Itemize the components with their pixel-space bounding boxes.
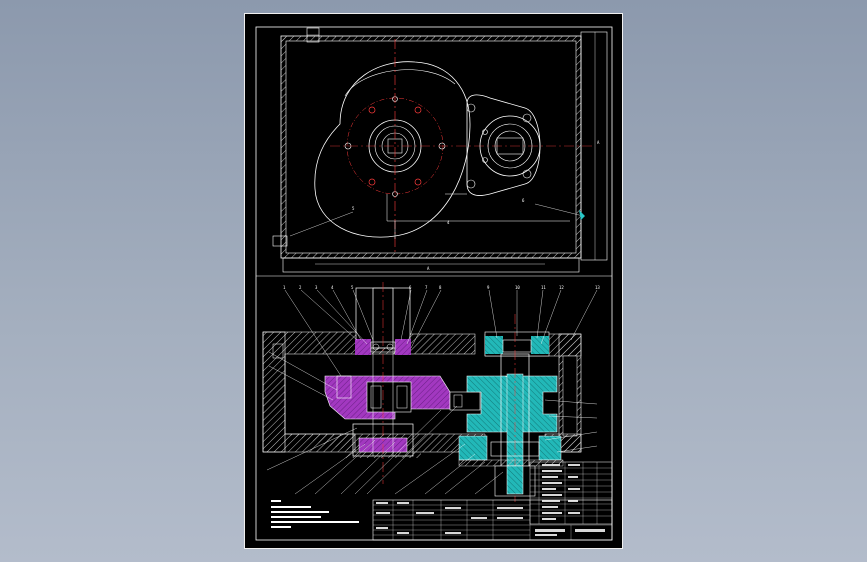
svg-text:2: 2 [299, 285, 302, 290]
section-view: 1 2 3 4 5 6 7 8 9 10 11 12 13 [262, 282, 600, 502]
svg-text:12: 12 [559, 285, 564, 290]
svg-text:4: 4 [331, 285, 334, 290]
svg-text:13: 13 [595, 285, 600, 290]
technical-notes [271, 500, 359, 528]
svg-text:8: 8 [439, 285, 442, 290]
svg-text:7: 7 [425, 285, 428, 290]
svg-text:A: A [427, 266, 430, 271]
svg-text:6: 6 [409, 285, 412, 290]
svg-text:1: 1 [283, 285, 286, 290]
title-block [372, 499, 613, 541]
svg-text:4: 4 [447, 220, 450, 225]
svg-text:6: 6 [522, 198, 525, 203]
svg-text:5: 5 [352, 206, 355, 211]
svg-text:3: 3 [315, 285, 318, 290]
top-view: 5 6 4 A A [272, 27, 608, 273]
parts-list [529, 461, 613, 525]
drawing-canvas: 5 6 4 A A [255, 26, 613, 541]
svg-text:5: 5 [351, 285, 354, 290]
svg-text:10: 10 [515, 285, 520, 290]
svg-text:A: A [597, 140, 600, 145]
svg-text:9: 9 [487, 285, 490, 290]
drawing-sheet: 5 6 4 A A [244, 13, 623, 549]
svg-text:11: 11 [541, 285, 546, 290]
